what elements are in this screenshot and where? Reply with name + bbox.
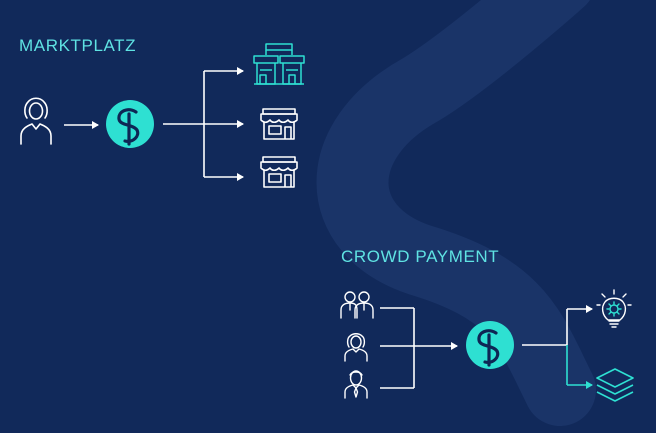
payment-logo-icon	[466, 321, 514, 369]
market-stalls-icon	[253, 43, 305, 85]
watermark-logo-icon	[316, 0, 596, 426]
man-tie-icon	[344, 370, 368, 399]
group-icon	[340, 291, 374, 319]
woman-icon	[344, 333, 368, 362]
crowd-merge-lines	[380, 307, 458, 389]
lightbulb-gear-icon	[596, 289, 632, 328]
section-title-marktplatz: MARKTPLATZ	[19, 36, 137, 55]
shop-icon	[260, 108, 298, 140]
payment-logo-icon	[106, 100, 154, 148]
marktplatz-branch	[163, 67, 244, 181]
crowd-output-branch	[522, 305, 593, 389]
layers-icon	[596, 368, 634, 402]
section-title-crowd-payment: CROWD PAYMENT	[341, 247, 500, 266]
shop-icon	[260, 156, 298, 188]
woman-icon	[20, 97, 52, 145]
